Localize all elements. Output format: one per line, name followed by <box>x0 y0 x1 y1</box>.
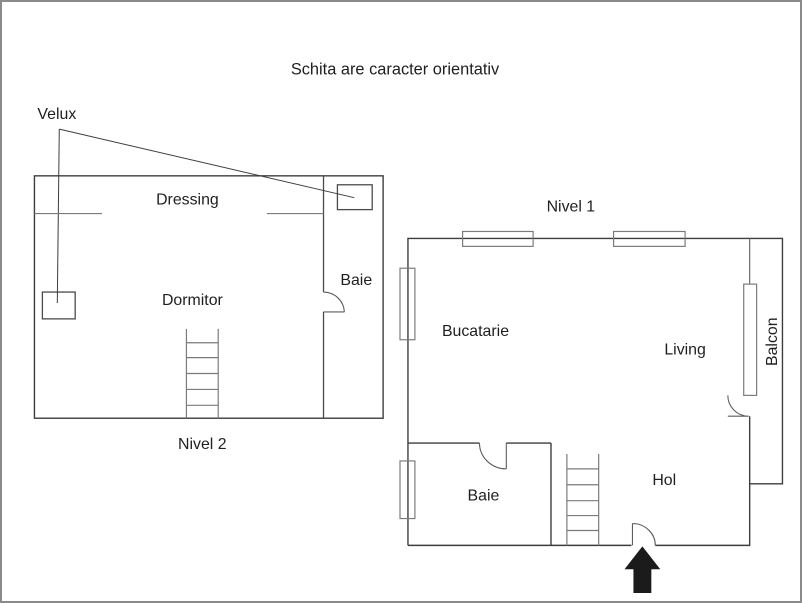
living-label: Living <box>664 342 705 359</box>
level1-exterior-walls <box>407 237 784 547</box>
level1-stairs <box>566 453 600 546</box>
level2-stairs <box>185 328 219 419</box>
level1-title: Nivel 1 <box>547 199 596 216</box>
window-top-right <box>612 230 686 247</box>
balcon-label: Balcon <box>764 317 781 366</box>
bucatarie-label: Bucatarie <box>442 323 509 340</box>
level2-title: Nivel 2 <box>178 436 227 453</box>
level1-baie-label: Baie <box>468 488 500 505</box>
level2-doors <box>323 291 345 313</box>
hol-label: Hol <box>652 472 676 489</box>
level1-outline-wall <box>407 237 784 546</box>
level2-baie-door <box>323 291 345 313</box>
velux-label: Velux <box>37 106 76 123</box>
level1-windows <box>399 230 758 546</box>
level2-partition-walls <box>34 212 324 419</box>
window-baie <box>399 460 416 520</box>
sketch-title: Schita are caracter orientativ <box>291 61 500 79</box>
window-top-left <box>461 230 534 247</box>
dormitor-label: Dormitor <box>162 292 224 309</box>
level1-baie-door <box>478 443 507 470</box>
level2-outline-wall <box>33 175 384 419</box>
velux-pointer-line-right <box>59 128 355 199</box>
balcon-door <box>727 395 749 417</box>
velux-annotation-lines <box>56 128 355 303</box>
entrance-arrow-icon <box>624 546 661 594</box>
velux-skylight-baie <box>336 184 373 211</box>
level1-bottom-wall <box>407 416 751 547</box>
dressing-label: Dressing <box>156 192 219 209</box>
window-balcon <box>743 283 758 396</box>
level2-interior-walls <box>41 175 373 419</box>
labels: Schita are caracter orientativ Velux Dre… <box>37 61 781 505</box>
velux-pointer-line-left <box>56 129 60 303</box>
entrance-door <box>631 522 656 546</box>
level2-exterior-walls <box>33 175 384 419</box>
velux-skylight-dormitor <box>41 291 76 320</box>
level1-doors <box>478 395 749 546</box>
level2-baie-label: Baie <box>340 272 372 289</box>
window-bucatarie <box>399 267 416 341</box>
level1-baie-walls <box>407 442 552 546</box>
